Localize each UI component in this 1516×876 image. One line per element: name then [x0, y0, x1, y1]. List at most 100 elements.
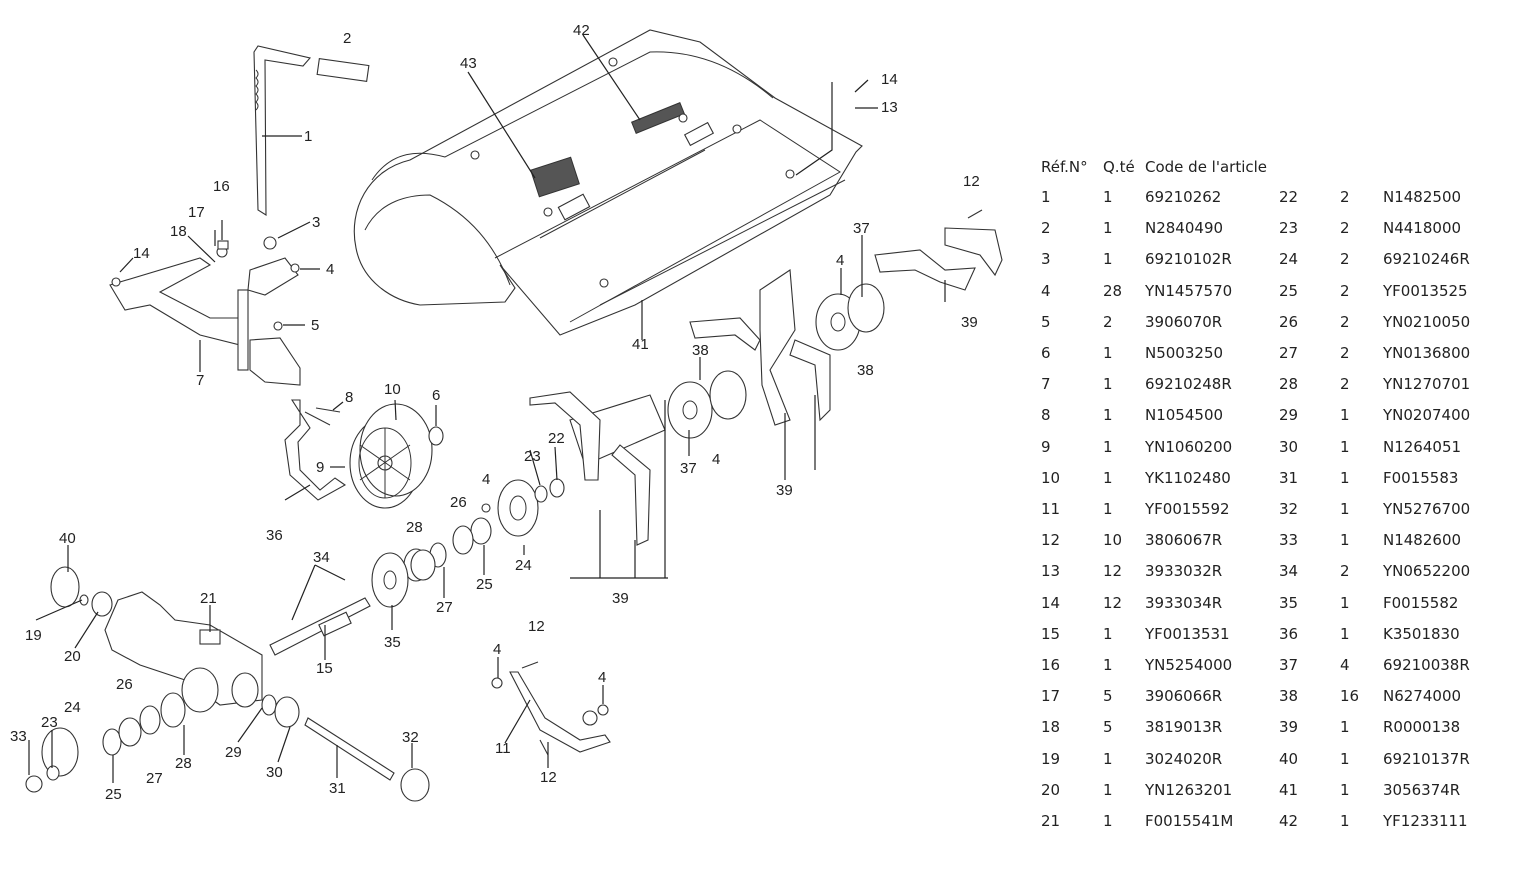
lever-grip	[316, 57, 370, 83]
article-code: YN0210050	[1383, 312, 1471, 331]
ref-number: 18	[1041, 718, 1061, 737]
ref-number: 13	[1041, 562, 1061, 581]
callout: 38	[857, 362, 874, 379]
quantity: 2	[1340, 188, 1350, 206]
callout: 12	[963, 173, 980, 190]
ref-number: 16	[1041, 656, 1061, 674]
exploded-parts-diagram: 1 2 3 4 5 7 14 16 17 18 42 43 41 14 13 1…	[10, 22, 1003, 803]
article-code: 3933032R	[1145, 562, 1223, 581]
tine-assembly	[529, 209, 1003, 546]
callout: 14	[881, 71, 898, 88]
callout: 4	[493, 641, 501, 658]
callout: 12	[528, 618, 545, 635]
decal-42	[630, 102, 686, 134]
article-code: F0015583	[1383, 468, 1459, 487]
callout: 17	[188, 204, 205, 221]
callout: 18	[170, 223, 187, 240]
quantity: 1	[1103, 500, 1113, 518]
callout: 42	[573, 22, 590, 39]
article-code: 3806067R	[1145, 531, 1223, 550]
article-code: 69210246R	[1383, 250, 1470, 269]
callout: 33	[10, 728, 27, 745]
callout: 23	[41, 714, 58, 731]
leader-lines	[28, 34, 946, 783]
article-code: YN0207400	[1383, 406, 1471, 425]
callout: 4	[326, 261, 334, 278]
article-code: 3056374R	[1383, 780, 1461, 799]
article-code: YN1263201	[1145, 780, 1233, 799]
article-code: YF1233111	[1383, 812, 1468, 830]
quantity: 5	[1103, 687, 1113, 706]
quantity: 1	[1103, 749, 1113, 768]
article-code: N1054500	[1145, 406, 1224, 425]
quantity: 1	[1103, 780, 1113, 799]
quantity: 2	[1340, 312, 1350, 331]
quantity: 1	[1340, 531, 1350, 550]
callout: 10	[384, 381, 401, 398]
article-code: N5003250	[1145, 344, 1224, 362]
quantity: 1	[1340, 780, 1350, 799]
callout: 40	[59, 530, 76, 547]
callout: 16	[213, 178, 230, 195]
ref-number: 41	[1279, 780, 1299, 799]
article-code: 3819013R	[1145, 718, 1223, 737]
ref-number: 27	[1279, 344, 1299, 362]
quantity: 1	[1103, 375, 1113, 394]
callout: 3	[312, 214, 320, 231]
quantity: 1	[1103, 406, 1113, 425]
ref-number: 10	[1041, 468, 1061, 487]
article-code: 69210248R	[1145, 375, 1232, 394]
callout: 14	[133, 245, 150, 262]
side-skid	[491, 661, 611, 756]
callout: 2	[343, 30, 351, 47]
quantity: 2	[1340, 562, 1350, 581]
callout: 26	[116, 676, 133, 693]
article-code: N1482500	[1383, 188, 1462, 206]
ref-number: 21	[1041, 812, 1061, 830]
ref-number: 14	[1041, 593, 1061, 612]
quantity: 1	[1103, 188, 1113, 206]
ref-number: 8	[1041, 406, 1051, 425]
article-code: 3906070R	[1145, 312, 1223, 331]
ref-number: 32	[1279, 500, 1299, 518]
article-code: F0015541M	[1145, 812, 1234, 830]
ref-number: 9	[1041, 437, 1051, 456]
article-code: YK1102480	[1145, 468, 1231, 487]
quantity: 1	[1340, 812, 1350, 830]
callout: 4	[482, 471, 490, 488]
quantity: 10	[1103, 531, 1123, 550]
wheel-arm	[284, 399, 347, 501]
callout: 28	[406, 519, 423, 536]
ref-number: 28	[1279, 375, 1299, 394]
ref-number: 19	[1041, 749, 1061, 768]
article-code: YF0013531	[1145, 624, 1230, 643]
callout: 43	[460, 55, 477, 72]
callout: 4	[836, 252, 844, 269]
header-code: Code de l'article	[1145, 158, 1268, 176]
article-code: 69210137R	[1383, 749, 1470, 768]
ref-number: 2	[1041, 219, 1051, 238]
article-code: 3933034R	[1145, 593, 1223, 612]
article-code: R0000138	[1383, 718, 1461, 737]
article-code: YF0015592	[1145, 500, 1230, 518]
ref-number: 35	[1279, 593, 1299, 612]
callout: 24	[64, 699, 81, 716]
article-code: 3024020R	[1145, 749, 1223, 768]
callout: 27	[436, 599, 453, 616]
quantity: 1	[1103, 656, 1113, 674]
ref-number: 5	[1041, 312, 1051, 331]
ref-number: 4	[1041, 281, 1051, 300]
article-code: F0015582	[1383, 593, 1459, 612]
callout: 32	[402, 729, 419, 746]
quantity: 2	[1340, 219, 1350, 238]
ref-number: 17	[1041, 687, 1061, 706]
ref-number: 38	[1279, 687, 1299, 706]
callout: 39	[612, 590, 629, 607]
gauge-wheel	[349, 403, 444, 509]
article-code: YN1060200	[1145, 437, 1233, 456]
callout: 34	[313, 549, 330, 566]
callout: 9	[316, 459, 324, 476]
ref-number: 7	[1041, 375, 1051, 394]
callout: 30	[266, 764, 283, 781]
callout: 7	[196, 372, 204, 389]
